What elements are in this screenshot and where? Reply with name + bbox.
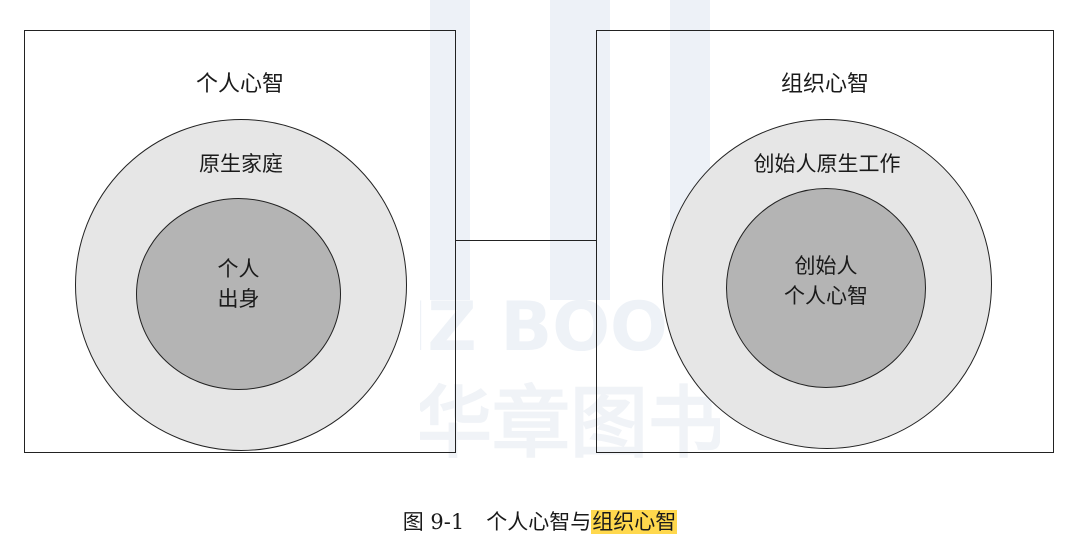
figure-number: 图 9-1 [402,510,465,534]
core-label: 创始人 个人心智 [727,251,925,311]
core-line: 出身 [217,287,260,311]
core-line: 个人 [217,257,260,281]
figure-caption: 图 9-1 个人心智与组织心智 [0,508,1080,536]
inner-circle-personal-origin: 个人 出身 [136,198,341,390]
core-line: 个人心智 [784,284,868,308]
core-label: 个人 出身 [137,254,340,314]
caption-highlighted-text: 组织心智 [591,510,678,534]
core-line: 创始人 [794,254,858,278]
personal-mind-panel: 个人心智 原生家庭 个人 出身 [24,30,456,453]
outer-circle-family-origin: 原生家庭 个人 出身 [75,119,407,451]
panel-title: 组织心智 [780,72,869,97]
organizational-mind-panel: 组织心智 创始人原生工作 创始人 个人心智 [596,30,1054,453]
ring-label: 创始人原生工作 [753,152,901,176]
ring-label: 原生家庭 [199,152,283,176]
inner-circle-founder-personal-mind: 创始人 个人心智 [726,188,926,388]
connector-line [456,240,596,241]
panel-title: 个人心智 [195,72,284,97]
outer-circle-founder-work-origin: 创始人原生工作 创始人 个人心智 [662,119,992,449]
caption-text: 个人心智与 [486,510,592,534]
